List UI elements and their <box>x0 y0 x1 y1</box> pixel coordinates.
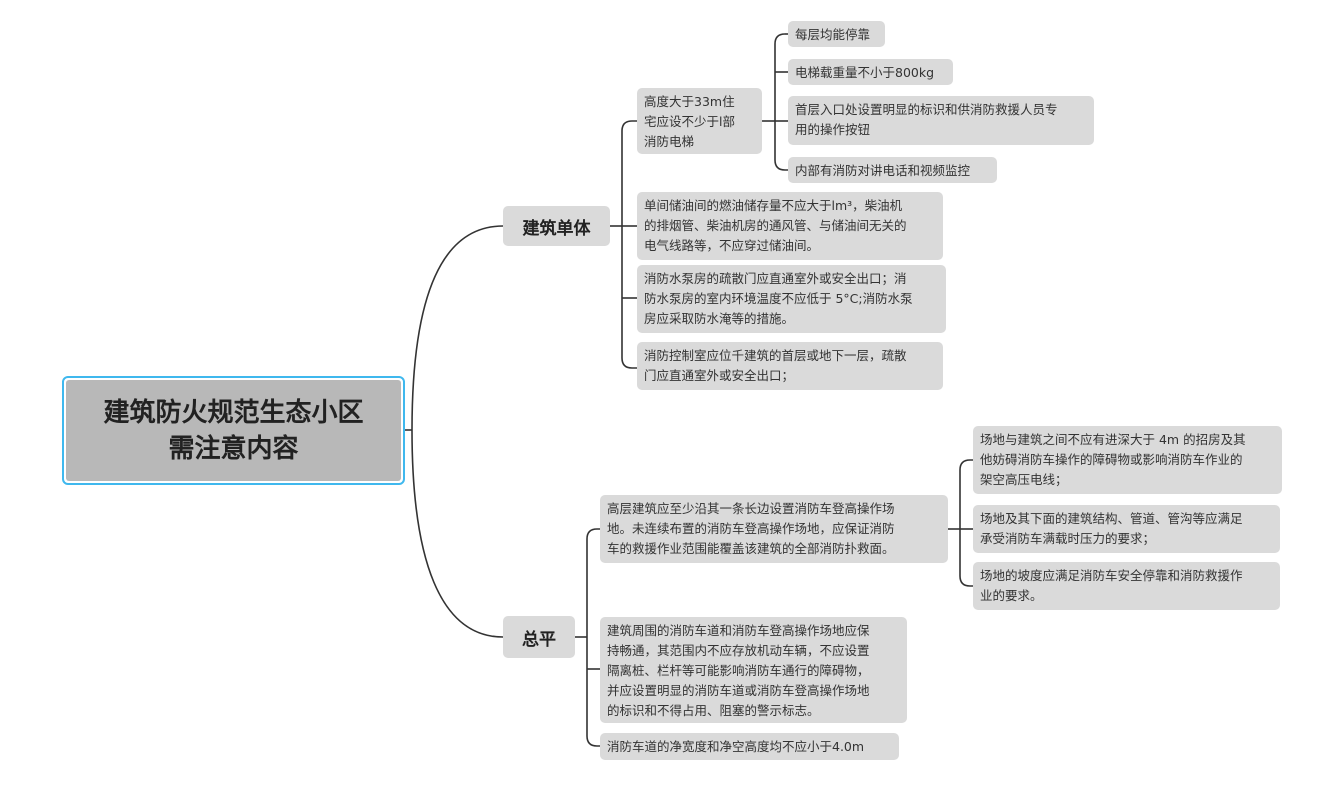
topic-elevator[interactable]: 高度大于33m住 宅应设不少于l部 消防电梯 <box>637 88 762 154</box>
topic-oil-storage[interactable]: 单间储油间的燃油储存量不应大于lm³，柴油机 的排烟管、柴油机房的通风管、与储油… <box>637 192 943 260</box>
subtopic-slope[interactable]: 场地的坡度应满足消防车安全停靠和消防救援作 业的要求。 <box>973 562 1280 610</box>
topic-aerial-platform[interactable]: 高层建筑应至少沿其一条长边设置消防车登高操作场 地。未连续布置的消防车登高操作场… <box>600 495 948 563</box>
subtopic-entrance-button[interactable]: 首层入口处设置明显的标识和供消防救援人员专 用的操作按钮 <box>788 96 1094 145</box>
root-topic-title: 建筑防火规范生态小区 需注意内容 <box>66 380 401 481</box>
root-topic[interactable]: 建筑防火规范生态小区 需注意内容 <box>62 376 405 485</box>
topic-fire-lane-clear[interactable]: 建筑周围的消防车道和消防车登高操作场地应保 持畅通，其范围内不应存放机动车辆，不… <box>600 617 907 723</box>
branch-site-plan[interactable]: 总平 <box>503 616 575 658</box>
subtopic-load-capacity[interactable]: 电梯载重量不小于800kg <box>788 59 953 85</box>
topic-pump-room[interactable]: 消防水泵房的疏散门应直通室外或安全出口；消 防水泵房的室内环境温度不应低于 5°… <box>637 265 946 333</box>
topic-control-room[interactable]: 消防控制室应位千建筑的首层或地下一层，疏散 门应直通室外或安全出口； <box>637 342 943 390</box>
branch-building[interactable]: 建筑单体 <box>503 206 610 246</box>
topic-fire-lane-width[interactable]: 消防车道的净宽度和净空高度均不应小于4.0m <box>600 733 899 760</box>
subtopic-intercom[interactable]: 内部有消防对讲电话和视频监控 <box>788 157 997 183</box>
subtopic-bearing-capacity[interactable]: 场地及其下面的建筑结构、管道、管沟等应满足 承受消防车满载时压力的要求； <box>973 505 1280 553</box>
subtopic-every-floor[interactable]: 每层均能停靠 <box>788 21 885 47</box>
subtopic-no-obstacles[interactable]: 场地与建筑之间不应有进深大于 4m 的招房及其 他妨碍消防车操作的障碍物或影响消… <box>973 426 1282 494</box>
